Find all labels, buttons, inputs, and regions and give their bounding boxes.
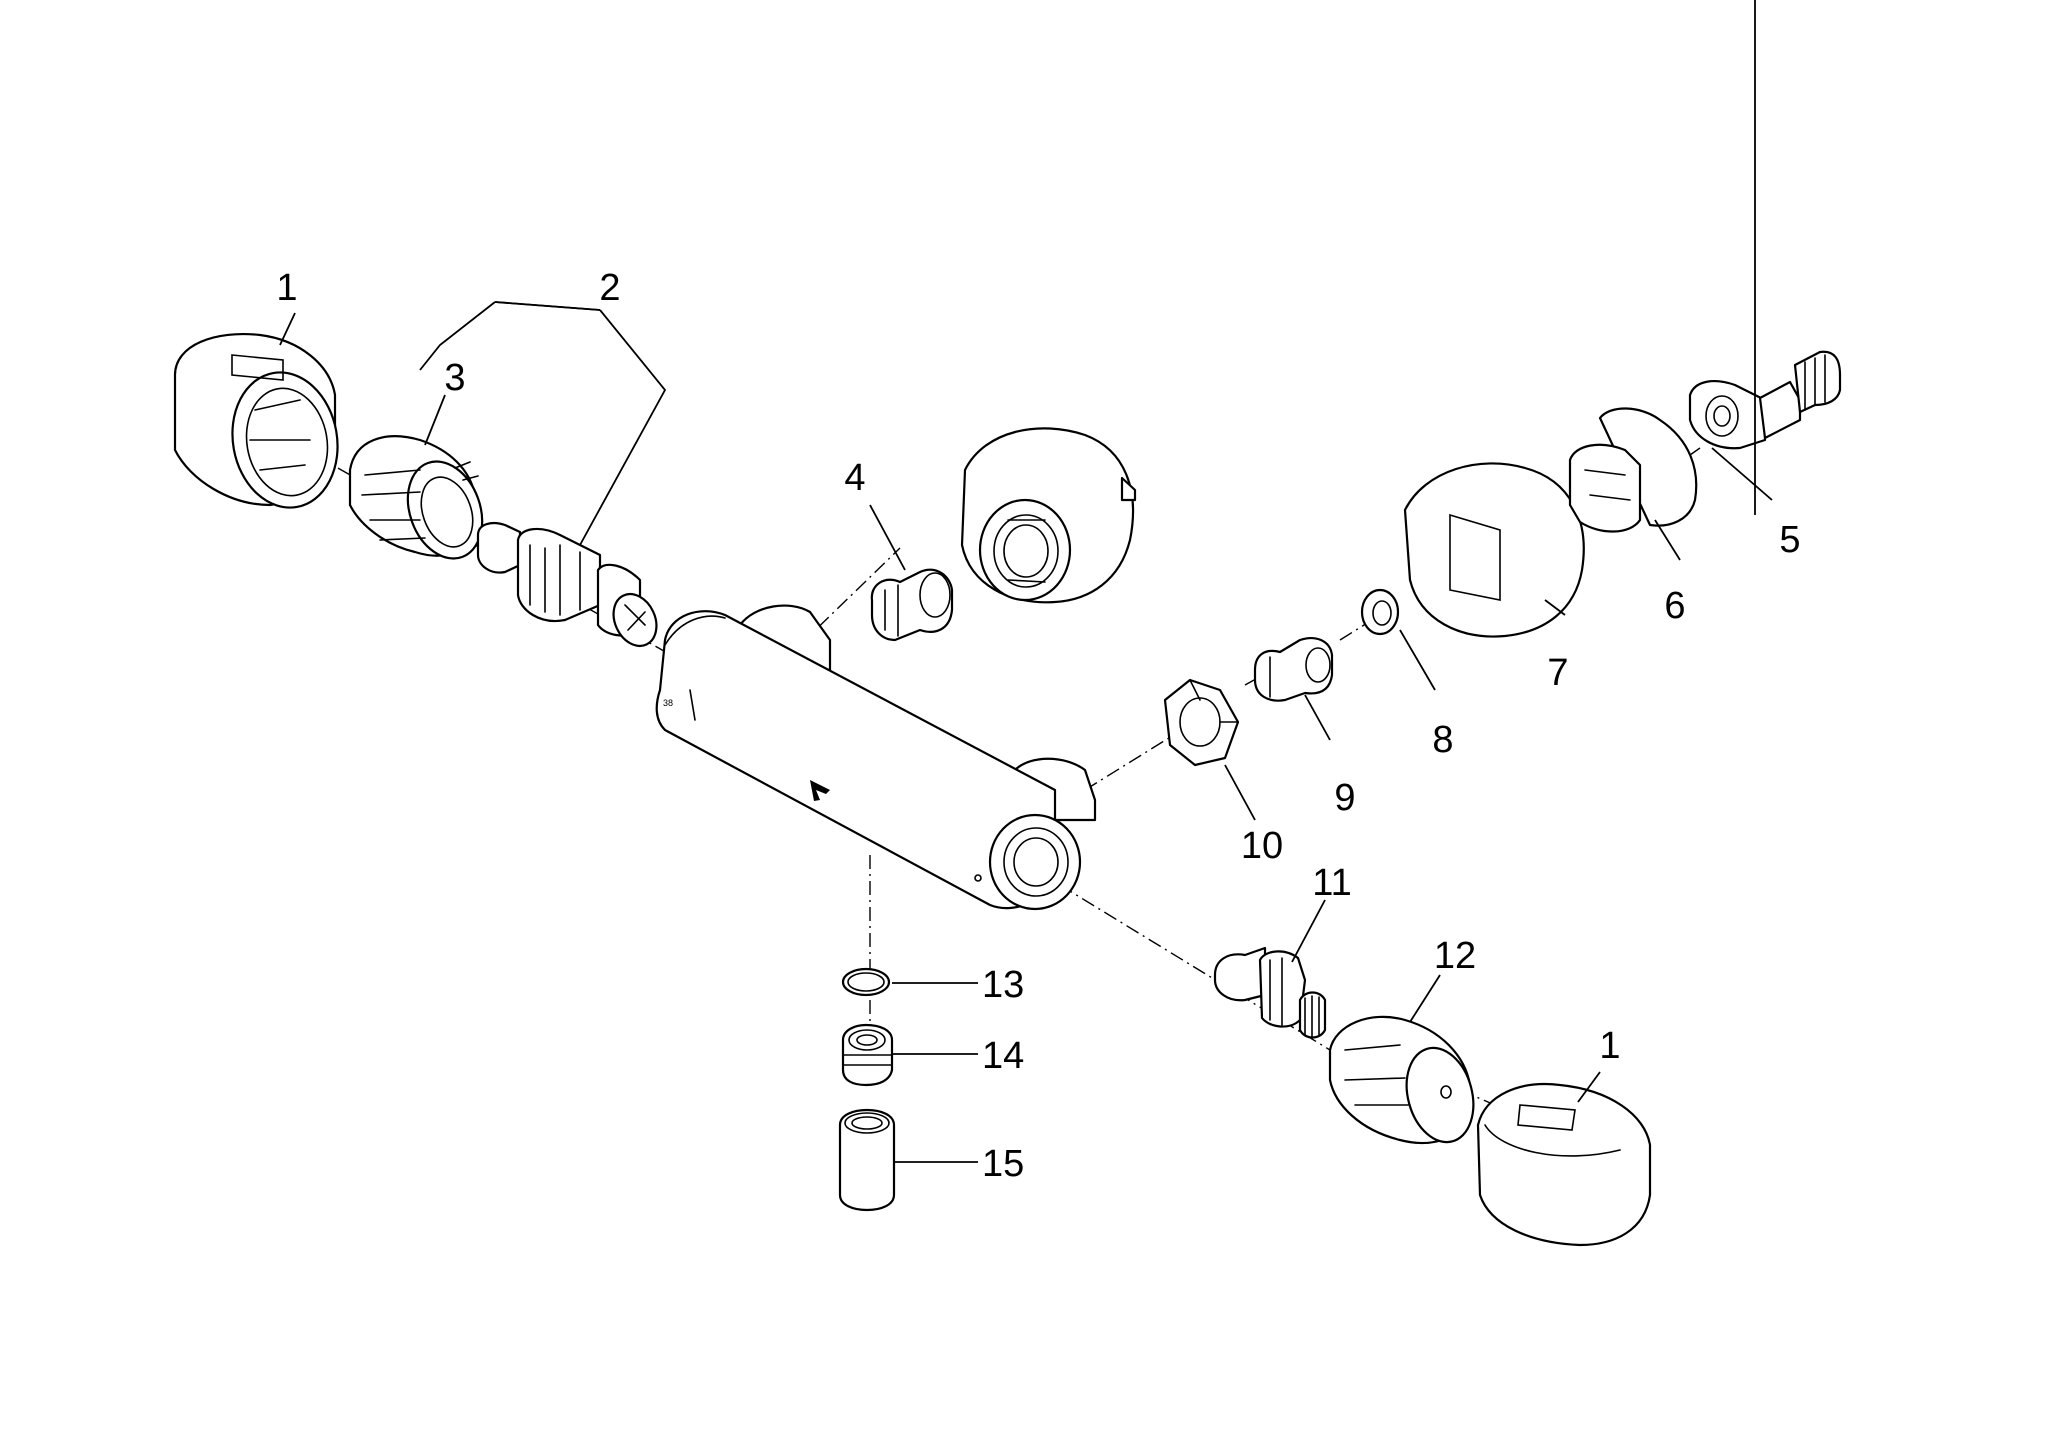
handle-left — [173, 333, 339, 509]
adapter — [1328, 1015, 1475, 1144]
callout-10: 10 — [1241, 825, 1283, 867]
leader-lines — [279, 0, 1773, 1163]
wall-rosette-top — [960, 427, 1137, 604]
washer — [1360, 588, 1400, 636]
callout-4: 4 — [844, 457, 865, 499]
callout-2: 2 — [599, 267, 620, 309]
o-ring — [841, 967, 891, 997]
outlet-sleeve — [838, 1108, 896, 1212]
valve-cartridge — [1213, 946, 1327, 1039]
rosette — [1403, 462, 1585, 638]
callout-5: 5 — [1779, 519, 1800, 561]
callouts: 1 2 3 4 5 6 7 8 9 10 11 12 1 13 14 15 — [276, 267, 1800, 1185]
callout-7: 7 — [1547, 652, 1568, 694]
callout-1-left: 1 — [276, 267, 297, 309]
callout-12: 12 — [1434, 935, 1476, 977]
adapter-ring — [348, 435, 484, 560]
valve-body: 38 — [655, 604, 1097, 911]
handle-right — [1476, 1083, 1652, 1247]
callout-9: 9 — [1334, 777, 1355, 819]
union-nut — [1163, 678, 1240, 767]
connector — [1253, 637, 1334, 702]
nipple-fitting — [1688, 350, 1842, 450]
outlet-nipple — [841, 1023, 894, 1087]
callout-13: 13 — [982, 964, 1024, 1006]
callout-8: 8 — [1432, 719, 1453, 761]
thermostatic-cartridge — [476, 521, 658, 647]
svg-text:38: 38 — [663, 698, 673, 708]
callout-6: 6 — [1664, 585, 1685, 627]
eccentric-connector — [870, 568, 954, 642]
callout-3: 3 — [444, 357, 465, 399]
callout-1-right: 1 — [1599, 1025, 1620, 1067]
callout-15: 15 — [982, 1143, 1024, 1185]
sleeve — [1568, 407, 1698, 533]
callout-11: 11 — [1312, 862, 1351, 904]
callout-14: 14 — [982, 1035, 1024, 1077]
